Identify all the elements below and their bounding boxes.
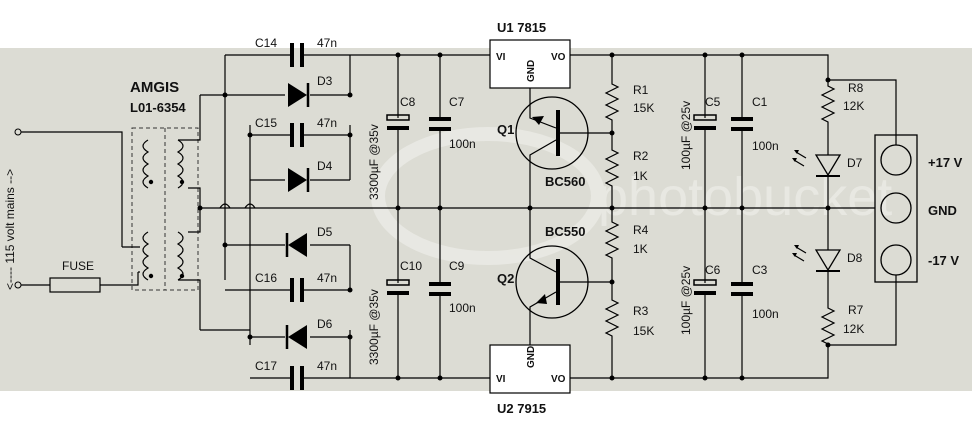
u2-gnd: GND	[526, 346, 537, 368]
c17-value: 47n	[317, 359, 337, 373]
c15-ref: C15	[255, 116, 277, 130]
mains-input: <---- 115 volt mains --> FUSE	[3, 128, 139, 293]
r2-ref: R2	[633, 149, 649, 163]
c16-value: 47n	[317, 271, 337, 285]
c6-ref: C6	[705, 263, 721, 277]
r3-ref: R3	[633, 304, 649, 318]
r8-ref: R8	[848, 81, 864, 95]
u2-vi: VI	[496, 374, 506, 385]
rails	[200, 54, 875, 379]
rectifier-section: C14 47n D3 C15 47n D4 D5 C16 47n D6	[200, 36, 351, 390]
c14-value: 47n	[317, 36, 337, 50]
watermark-text: photobucket	[598, 167, 892, 227]
led-indicators: R8 12K D7 D8 R7 12K	[792, 80, 864, 345]
diode-d4-label: D4	[317, 159, 333, 173]
c1-value: 100n	[752, 139, 779, 153]
diode-d3-label: D3	[317, 74, 333, 88]
r4-ref: R4	[633, 223, 649, 237]
feedback-resistors: R1 15K R2 1K R4 1K R3 15K	[604, 55, 654, 378]
junction-dots	[197, 52, 831, 381]
c10-ref: C10	[400, 259, 422, 273]
u1-vi: VI	[496, 52, 506, 63]
transformer-part: L01-6354	[130, 100, 186, 115]
c15-value: 47n	[317, 116, 337, 130]
r1-value: 15K	[633, 101, 654, 115]
r1-ref: R1	[633, 83, 649, 97]
transistor-q2: Q2 BC550	[497, 208, 612, 320]
c7-value: 100n	[449, 137, 476, 151]
regulator-u2: U2 7915 VI GND VO	[489, 320, 571, 416]
diode-d6-label: D6	[317, 317, 333, 331]
c5-ref: C5	[705, 95, 721, 109]
output-neg-label: -17 V	[928, 253, 959, 268]
output-capacitors: C5 100µF @25v C6 100µF @25v C1 100n C3 1…	[679, 55, 779, 378]
c9-ref: C9	[449, 259, 465, 273]
r8-value: 12K	[843, 99, 864, 113]
c8-value: 3300µF @35v	[367, 124, 381, 200]
transistor-q1: Q1 BC560	[497, 96, 612, 208]
q1-ref: Q1	[497, 122, 514, 137]
transformer-brand: AMGIS	[130, 79, 179, 96]
c10-value: 3300µF @35v	[367, 289, 381, 365]
q1-emitter-arrow	[532, 116, 544, 125]
c6-value: 100µF @25v	[679, 266, 693, 335]
u2-title: U2 7915	[497, 401, 546, 416]
c3-value: 100n	[752, 307, 779, 321]
led-d8-label: D8	[847, 251, 863, 265]
diode-d5-label: D5	[317, 225, 333, 239]
r3-value: 15K	[633, 324, 654, 338]
c1-ref: C1	[752, 95, 768, 109]
q1-part: BC560	[545, 174, 585, 189]
q2-part: BC550	[545, 224, 585, 239]
c7-ref: C7	[449, 95, 465, 109]
led-d7-label: D7	[847, 156, 863, 170]
bulk-capacitors: C8 3300µF @35v C10 3300µF @35v C7 100n C…	[367, 55, 476, 378]
u2-body	[489, 344, 571, 394]
watermark: photobucket	[371, 127, 892, 265]
q2-emitter-arrow	[536, 294, 547, 304]
u1-gnd: GND	[526, 60, 537, 82]
c8-ref: C8	[400, 95, 416, 109]
output-pos-label: +17 V	[928, 155, 963, 170]
regulator-u1: U1 7815 VI GND VO	[489, 20, 571, 113]
u2-vo: VO	[551, 374, 566, 385]
r7-value: 12K	[843, 322, 864, 336]
c14-ref: C14	[255, 36, 277, 50]
diode-d4-symbol	[288, 168, 307, 192]
diode-d6-symbol	[288, 325, 307, 349]
c9-value: 100n	[449, 301, 476, 315]
output-gnd-label: GND	[928, 203, 957, 218]
r4-value: 1K	[633, 242, 648, 256]
c5-value: 100µF @25v	[679, 101, 693, 170]
c16-ref: C16	[255, 271, 277, 285]
c3-ref: C3	[752, 263, 768, 277]
terminal-gnd	[880, 192, 912, 224]
q2-ref: Q2	[497, 271, 514, 286]
fuse-label: FUSE	[62, 259, 94, 273]
r2-value: 1K	[633, 169, 648, 183]
mains-label: <---- 115 volt mains -->	[3, 169, 17, 290]
r7-ref: R7	[848, 303, 864, 317]
u1-title: U1 7815	[497, 20, 546, 35]
board-background	[0, 48, 972, 391]
diode-d3-symbol	[288, 83, 307, 107]
u1-vo: VO	[551, 52, 566, 63]
output-connector: +17 V GND -17 V	[828, 79, 963, 346]
c17-ref: C17	[255, 359, 277, 373]
diode-d5-symbol	[288, 233, 307, 257]
